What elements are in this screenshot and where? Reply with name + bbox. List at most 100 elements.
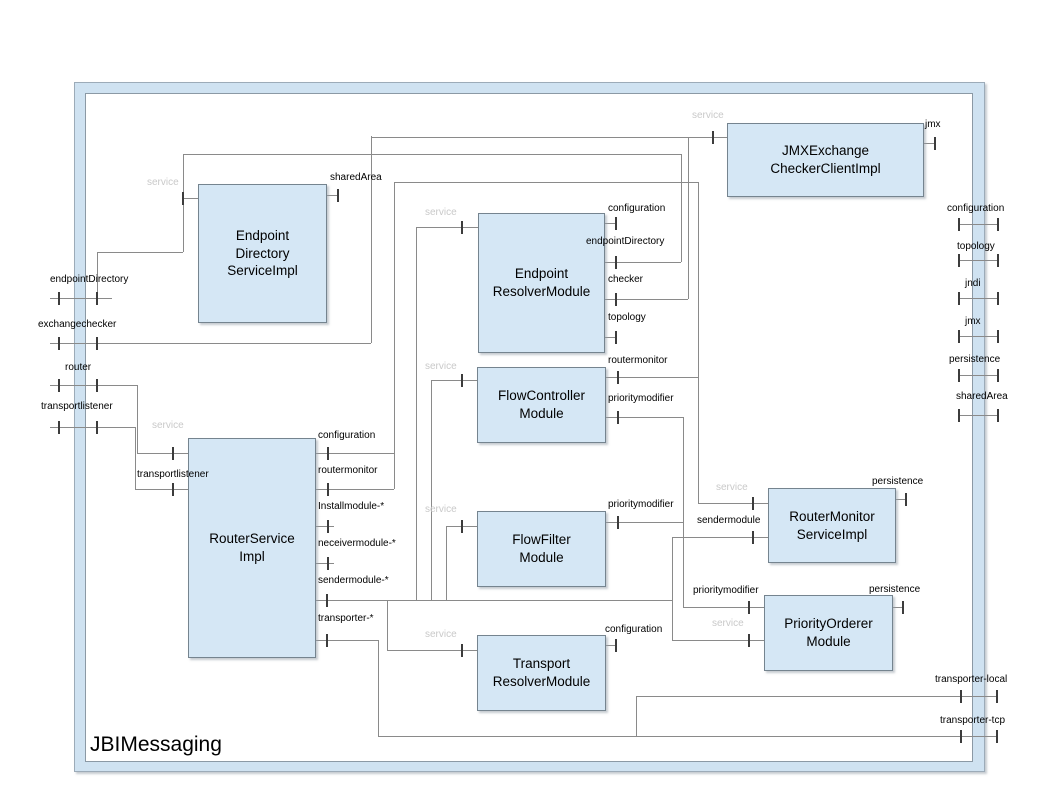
wire-segment xyxy=(605,262,681,263)
wire-segment xyxy=(316,453,394,454)
port-tick xyxy=(615,293,617,306)
port-tick xyxy=(752,531,754,544)
service-label: service xyxy=(425,504,457,515)
wire-segment xyxy=(50,427,135,428)
port-tick xyxy=(958,330,960,343)
wire-segment xyxy=(605,337,617,338)
port-label-sendermodule_star: sendermodule-* xyxy=(318,575,389,586)
port-tick xyxy=(958,409,960,422)
wire-segment xyxy=(431,380,477,381)
component-label-line: FlowFilter xyxy=(512,532,571,548)
port-tick xyxy=(326,594,328,607)
port-tick xyxy=(615,256,617,269)
port-tick xyxy=(752,497,754,510)
component-label-line: Module xyxy=(519,550,564,565)
wire-segment xyxy=(688,137,689,299)
wire-segment xyxy=(50,343,371,344)
wire-segment xyxy=(416,227,478,228)
port-tick xyxy=(172,447,174,460)
wire-segment xyxy=(605,299,688,300)
port-tick xyxy=(337,189,339,202)
wire-segment xyxy=(959,260,998,261)
wire-segment xyxy=(316,640,378,641)
wire-segment xyxy=(606,377,698,378)
wire-segment xyxy=(183,198,198,199)
wire-segment xyxy=(672,640,764,641)
port-tick xyxy=(905,493,907,506)
port-tick xyxy=(615,217,617,230)
port-tick xyxy=(997,330,999,343)
port-label-configuration: configuration xyxy=(947,203,1005,214)
port-tick xyxy=(958,254,960,267)
component-label-line: Endpoint xyxy=(514,266,569,282)
wire-segment xyxy=(394,182,698,183)
port-label-persistence: persistence xyxy=(869,584,921,595)
component-label-line: ServiceImpl xyxy=(227,263,298,279)
component-label-line: RouterService xyxy=(209,531,295,547)
component-label-line: ServiceImpl xyxy=(796,526,868,542)
port-tick xyxy=(934,137,936,150)
wire-segment xyxy=(672,537,768,538)
port-tick xyxy=(615,331,617,344)
port-label-routermonitor: routermonitor xyxy=(318,465,378,476)
port-label-jmx: jmx xyxy=(965,316,981,327)
wire-segment xyxy=(636,696,997,697)
component-label-line: PriorityOrderer xyxy=(784,616,873,632)
port-tick xyxy=(748,634,750,647)
port-label-router: router xyxy=(65,362,92,373)
port-label-sharedArea: sharedArea xyxy=(956,391,1008,402)
port-tick xyxy=(960,690,962,703)
service-label: service xyxy=(712,618,744,629)
wire-segment xyxy=(605,223,617,224)
wire-segment xyxy=(606,417,683,418)
wire-segment xyxy=(378,640,379,736)
wire-segment xyxy=(394,182,395,489)
service-label: service xyxy=(152,420,184,431)
port-label-transporter_tcp: transporter-tcp xyxy=(940,715,1006,726)
component-label-line: Module xyxy=(519,406,564,421)
service-label: service xyxy=(425,207,457,218)
port-label-transporter_star: transporter-* xyxy=(318,613,374,624)
component-label-line: Endpoint xyxy=(235,228,290,244)
wire-segment xyxy=(672,537,673,640)
wire-segment xyxy=(959,375,998,376)
port-label-transportlistener: transportlistener xyxy=(137,469,209,480)
port-label-endpointDirectory: endpointDirectory xyxy=(50,274,129,285)
service-label: service xyxy=(147,177,179,188)
port-tick xyxy=(617,371,619,384)
wire-segment xyxy=(896,499,907,500)
service-label: service xyxy=(716,482,748,493)
wire-segment xyxy=(893,607,904,608)
port-label-prioritymodifier: prioritymodifier xyxy=(608,393,674,404)
port-tick xyxy=(997,409,999,422)
port-tick xyxy=(902,601,904,614)
wire-segment xyxy=(605,645,617,646)
component-label-line: RouterMonitor xyxy=(789,508,875,524)
wire-segment xyxy=(97,252,98,298)
port-tick xyxy=(997,292,999,305)
port-tick xyxy=(461,221,463,234)
port-label-persistence: persistence xyxy=(949,354,1001,365)
port-tick xyxy=(461,644,463,657)
wire-segment xyxy=(959,224,998,225)
service-label: service xyxy=(692,110,724,121)
wire-segment xyxy=(683,607,764,608)
port-tick xyxy=(182,192,184,205)
port-tick xyxy=(461,374,463,387)
port-label-checker: checker xyxy=(608,274,644,285)
wire-segment xyxy=(327,195,339,196)
port-tick xyxy=(327,520,329,533)
wire-segment xyxy=(446,526,447,600)
port-label-jndi: jndi xyxy=(965,278,981,289)
port-tick xyxy=(327,447,329,460)
